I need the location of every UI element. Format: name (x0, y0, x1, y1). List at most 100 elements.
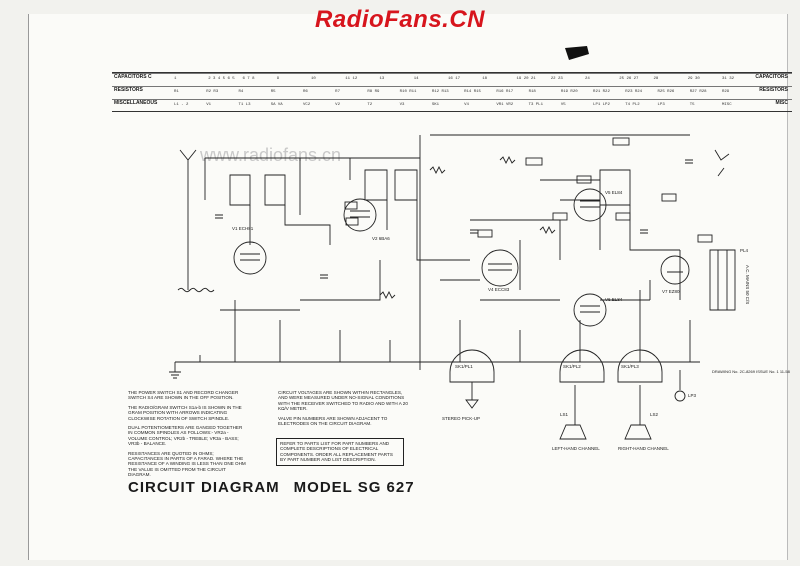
resistors-label: RESISTORS (114, 87, 143, 93)
misc-head: MISC (775, 100, 789, 106)
valve-v1 (233, 241, 267, 275)
label-sk2: SK1/PL2 (563, 364, 581, 369)
table-cell: R4 (238, 90, 244, 94)
resistors-head: RESISTORS (759, 87, 788, 93)
table-cell: V3 (399, 103, 405, 107)
table-cell: T2 (367, 103, 373, 107)
table-cell: 18 (482, 77, 488, 81)
aerial (179, 149, 197, 290)
table-cell: 22 23 (550, 77, 563, 81)
table-cell: R2 R3 (206, 90, 219, 94)
note-radio-gram: THE RADIO/GRAM SWITCH S1a-b IS SHOWN IN … (128, 404, 242, 421)
voltage-box (552, 212, 568, 221)
label-ls1: LS1 (560, 412, 569, 417)
label-v7: V7 EZ80 (662, 289, 680, 294)
if-transformer-1 (229, 174, 286, 206)
capacitors-row: CAPACITORS C CAPACITORS 1 2 3 4 5 6 5 6 7 … (112, 73, 792, 85)
table-cell: R10 R11 (399, 90, 417, 94)
label-v2: V2 6BA6 (372, 236, 390, 241)
table-cell: V4 (464, 103, 469, 107)
table-cell: R25 R26 (657, 90, 675, 94)
table-cell: 13 (379, 77, 385, 81)
table-cell: R18 (528, 90, 536, 94)
voltage-box (344, 201, 358, 210)
speaker-ls2 (624, 385, 652, 440)
table-cell: SA VA (270, 103, 283, 107)
table-cell: V5 (560, 103, 566, 107)
label-pl4: PL4 (740, 248, 749, 253)
table-cell: 16 17 (448, 77, 461, 81)
table-cell: R19 R20 (560, 90, 578, 94)
table-cell: R16 R17 (496, 90, 514, 94)
lamp-lp3 (674, 390, 686, 402)
table-cell: R8 R9 (367, 90, 380, 94)
table-cell: VR1 VR2 (496, 103, 514, 107)
table-cell: 1 (174, 77, 177, 81)
valve-v7 (660, 255, 690, 285)
label-ls2: LS2 (650, 412, 659, 417)
label-sk1: SK1/PL1 (455, 364, 473, 369)
misc-label: MISCELLANEOUS (114, 100, 158, 106)
table-cell: T4 PL2 (625, 103, 640, 107)
ht-rail (205, 134, 690, 159)
label-left-channel: LEFT-HAND CHANNEL (552, 446, 600, 451)
table-cell: 2 3 4 5 6 5 (208, 77, 235, 81)
voltage-box (615, 212, 631, 221)
notes-left: THE POWER SWITCH S1 AND RECORD CHANGER S… (128, 390, 248, 482)
label-v6: V6 EL84 (605, 297, 623, 302)
if-transformer-2 (364, 169, 418, 201)
table-cell: R14 R15 (464, 90, 481, 94)
voltage-box (525, 157, 543, 166)
label-stereo-pickup: STEREO PICK-UP (442, 416, 481, 421)
table-cell: R1 (174, 90, 179, 94)
voltage-box (697, 234, 713, 243)
valve-v2 (343, 198, 377, 232)
voltage-box (477, 229, 493, 238)
capacitors-label: CAPACITORS C (114, 74, 152, 80)
table-cell: L1 - 2 (174, 103, 189, 107)
table-cell: T3 PL1 (528, 103, 543, 107)
valve-v4 (481, 249, 519, 287)
table-cell: R5 (270, 90, 276, 94)
watermark: www.radiofans.cn (200, 145, 342, 165)
note-resistances: RESISTANCES ARE QUOTED IN OHMS; CAPACITA… (128, 450, 246, 478)
voltage-box (612, 137, 630, 146)
table-cell: R7 (335, 90, 340, 94)
oscillator-coil (177, 287, 215, 293)
schematic-sheet (28, 14, 788, 560)
table-cell: VC2 (302, 103, 311, 107)
component-table: CAPACITORS C CAPACITORS 1 2 3 4 5 6 5 6 7 … (112, 72, 792, 112)
table-cell: 25 26 27 (619, 77, 639, 81)
model-number: MODEL SG 627 (293, 479, 415, 496)
note-potentiometers: DUAL POTENTIOMETERS ARE GANGED TOGETHER … (128, 425, 243, 447)
label-v4: V4 ECC83 (488, 287, 510, 292)
label-v1: V1 ECH81 (232, 226, 254, 231)
table-cell: V2 (335, 103, 340, 107)
table-cell: R12 R13 (431, 90, 449, 94)
mains-transformer (709, 249, 736, 311)
note-voltages: CIRCUIT VOLTAGES ARE SHOWN WITHIN RECTAN… (278, 390, 408, 412)
table-cell: 24 (585, 77, 590, 81)
table-cell: 29 30 (687, 77, 700, 81)
speaker-ls1 (559, 385, 587, 440)
socket-left (559, 349, 605, 383)
voltage-box (576, 175, 592, 184)
voltage-box (661, 193, 677, 202)
table-cell: R21 R22 (593, 90, 610, 94)
valve-v5 (573, 188, 607, 222)
label-lp3: LP3 (688, 393, 697, 398)
label-ac-mains: A.C. MAINS 50 C/S (745, 265, 750, 305)
table-cell: 6 7 8 (242, 77, 255, 81)
table-cell: T1 L3 (238, 103, 251, 107)
table-cell: 10 (311, 77, 316, 81)
label-right-channel: RIGHT-HAND CHANNEL (618, 446, 669, 451)
table-cell: R29 (722, 90, 730, 94)
capacitors-head: CAPACITORS (755, 74, 788, 80)
output-transformer (599, 169, 631, 206)
parts-list-note: REFER TO PARTS LIST FOR PART NUMBERS AND… (276, 438, 404, 466)
voltage-box (345, 217, 359, 226)
